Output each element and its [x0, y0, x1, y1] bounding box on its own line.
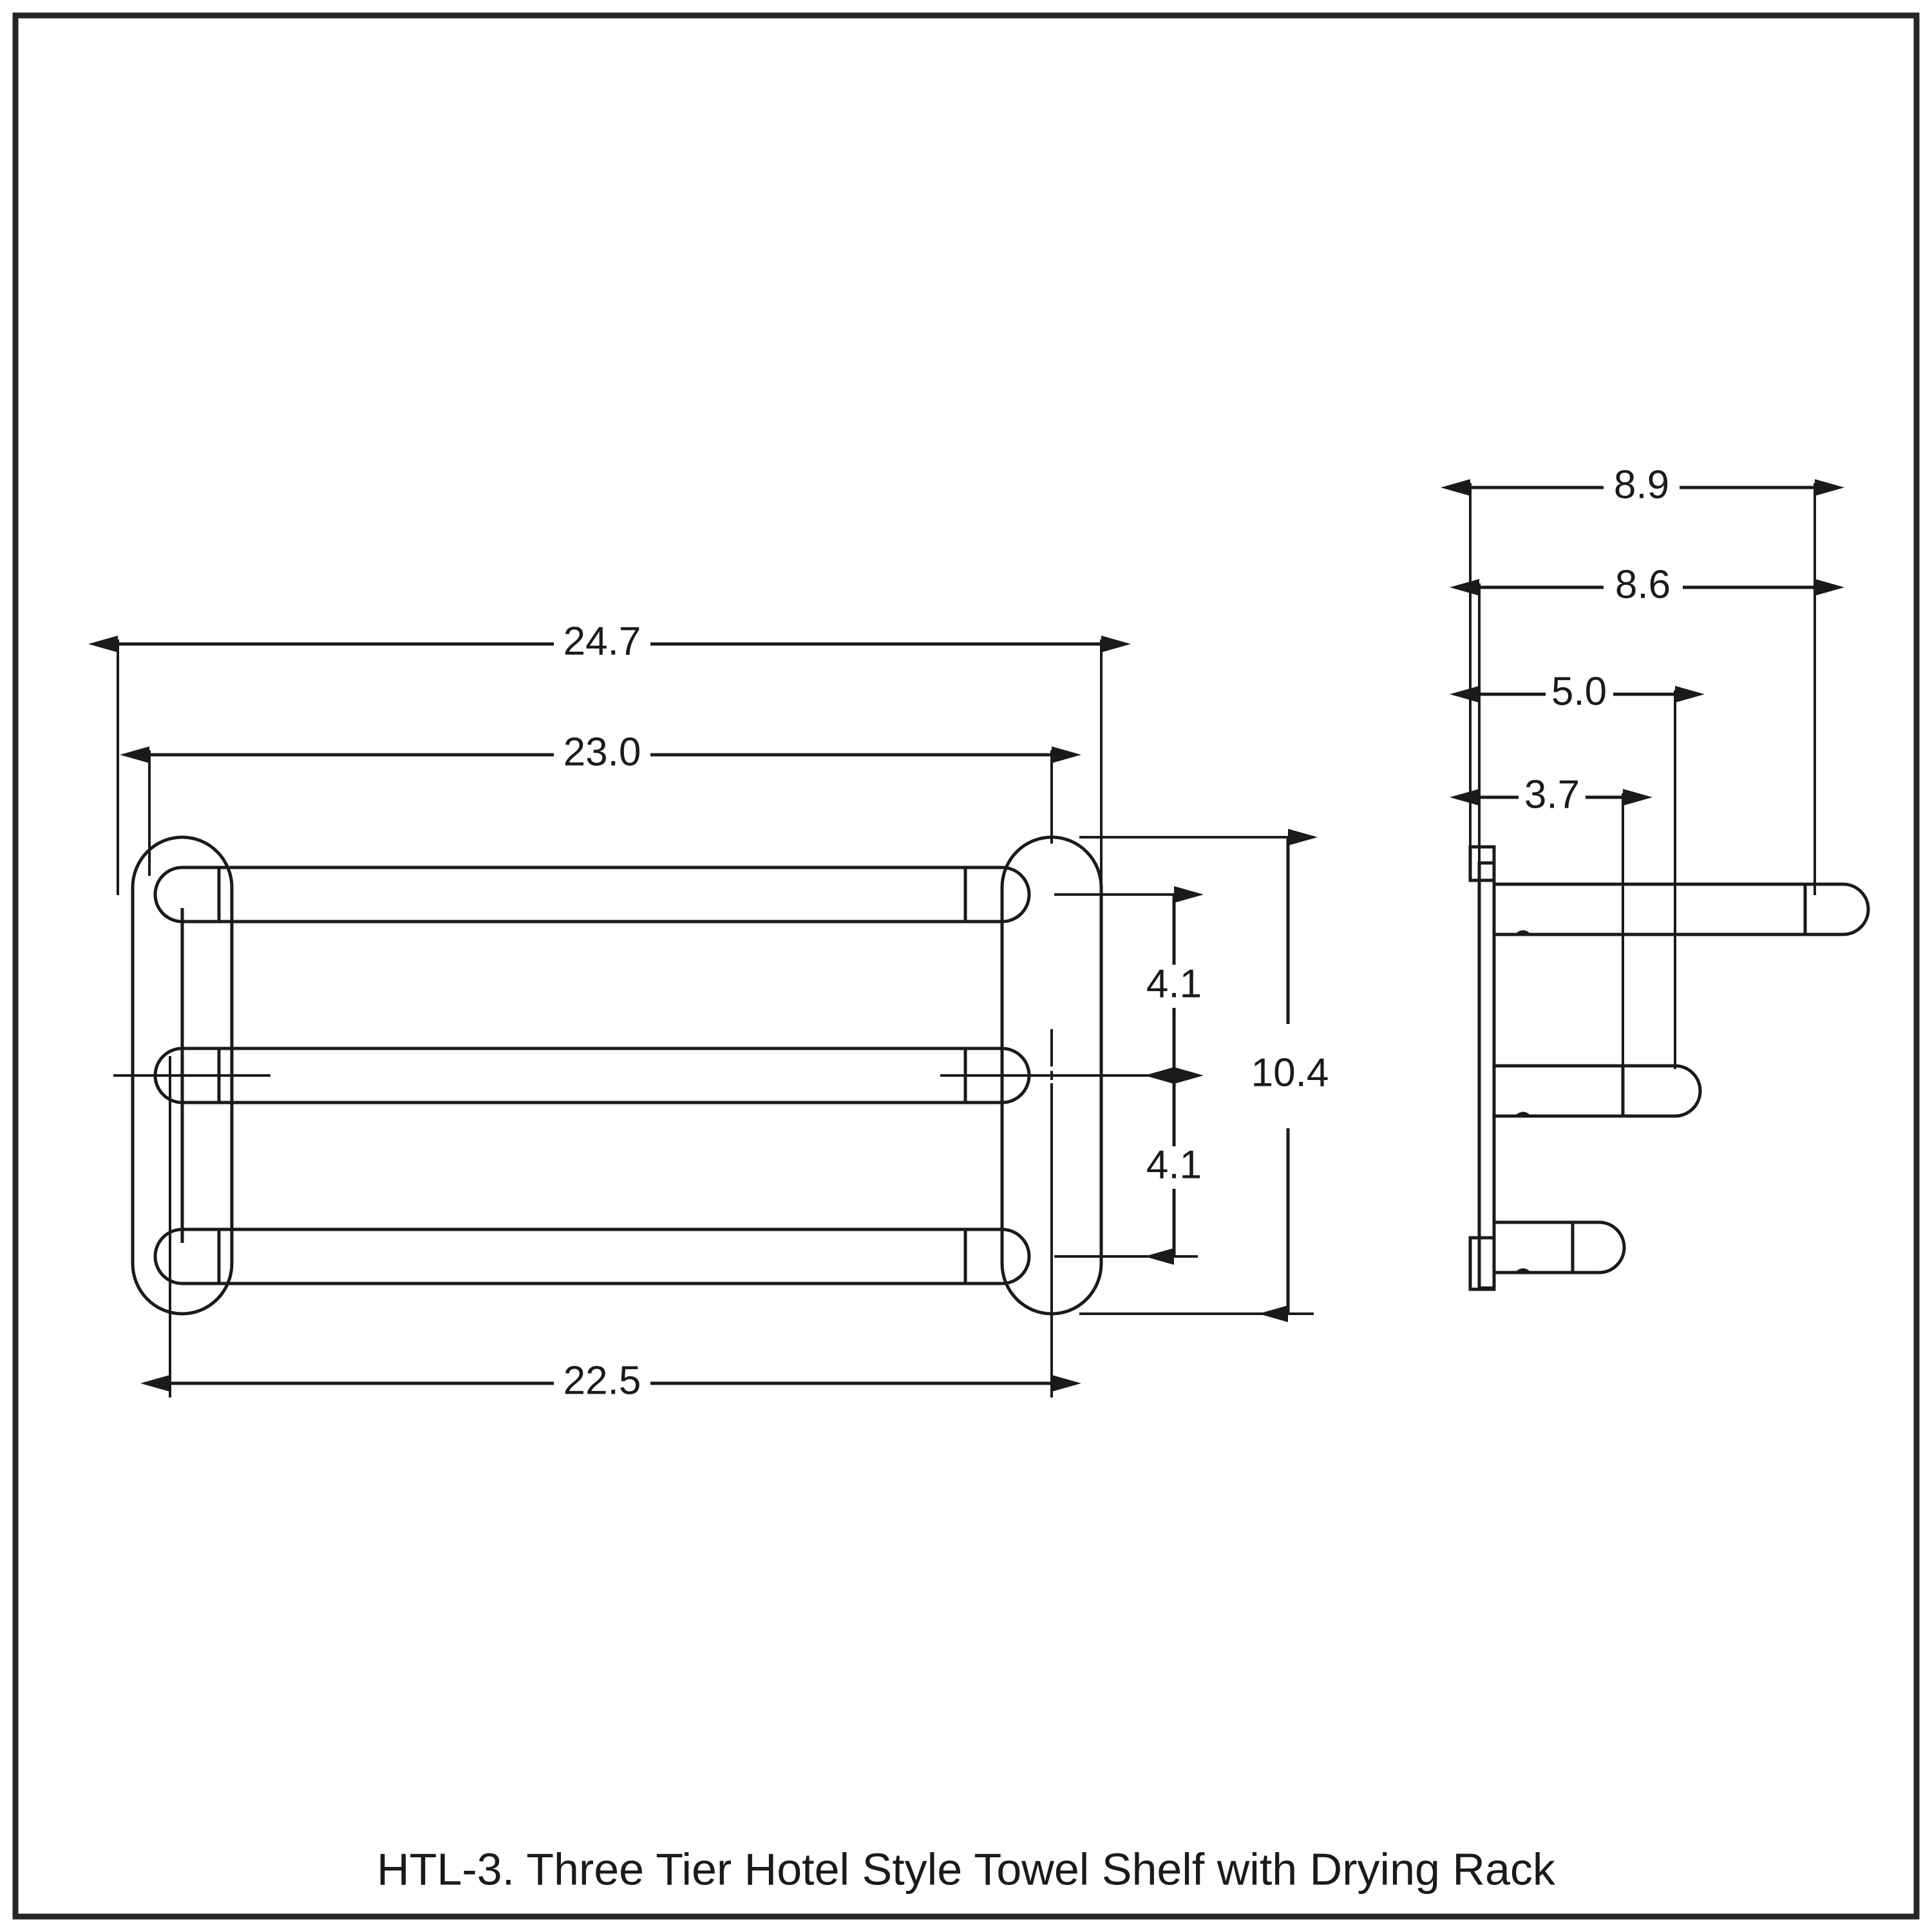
- dim-label-top-arm-depth: 8.6: [1615, 562, 1671, 607]
- towel-bar-top: [153, 866, 1031, 923]
- dim-label-tier-spacing-upper: 4.1: [1146, 961, 1202, 1006]
- front-extension-lines: [117, 639, 1314, 1397]
- side-arm-top: [1492, 882, 1870, 936]
- dim-label-middle-arm-depth: 5.0: [1551, 669, 1607, 714]
- front-centermarks: [113, 1029, 1124, 1124]
- dim-label-bar-length-top: 23.0: [564, 730, 641, 774]
- sheet-border: [12, 12, 1920, 1920]
- wall-mount-plate: [1468, 845, 1496, 1291]
- dim-label-tier-spacing-lower: 4.1: [1146, 1142, 1202, 1187]
- dim-label-overall-height: 10.4: [1251, 1050, 1329, 1095]
- side-extension-lines: [1469, 483, 1816, 1069]
- dim-label-bottom-arm-depth: 3.7: [1524, 772, 1580, 817]
- dim-label-bar-length-bottom: 22.5: [564, 1358, 641, 1403]
- dim-label-overall-depth: 8.9: [1614, 462, 1669, 507]
- side-elevation-geometry: [1468, 845, 1870, 1291]
- towel-bar-middle: [153, 1046, 1031, 1104]
- front-dimension-lines: [88, 636, 1318, 1392]
- side-dimension-lines: [1441, 479, 1844, 806]
- side-arm-middle: [1492, 1064, 1702, 1118]
- left-end-plate: [131, 835, 234, 1316]
- dim-label-overall-width: 24.7: [564, 619, 641, 663]
- towel-bar-bottom: [153, 1227, 1031, 1285]
- side-arm-bottom: [1492, 1220, 1626, 1274]
- drawing-caption: HTL-3. Three Tier Hotel Style Towel Shel…: [377, 1844, 1556, 1894]
- front-elevation-geometry: [131, 835, 1103, 1316]
